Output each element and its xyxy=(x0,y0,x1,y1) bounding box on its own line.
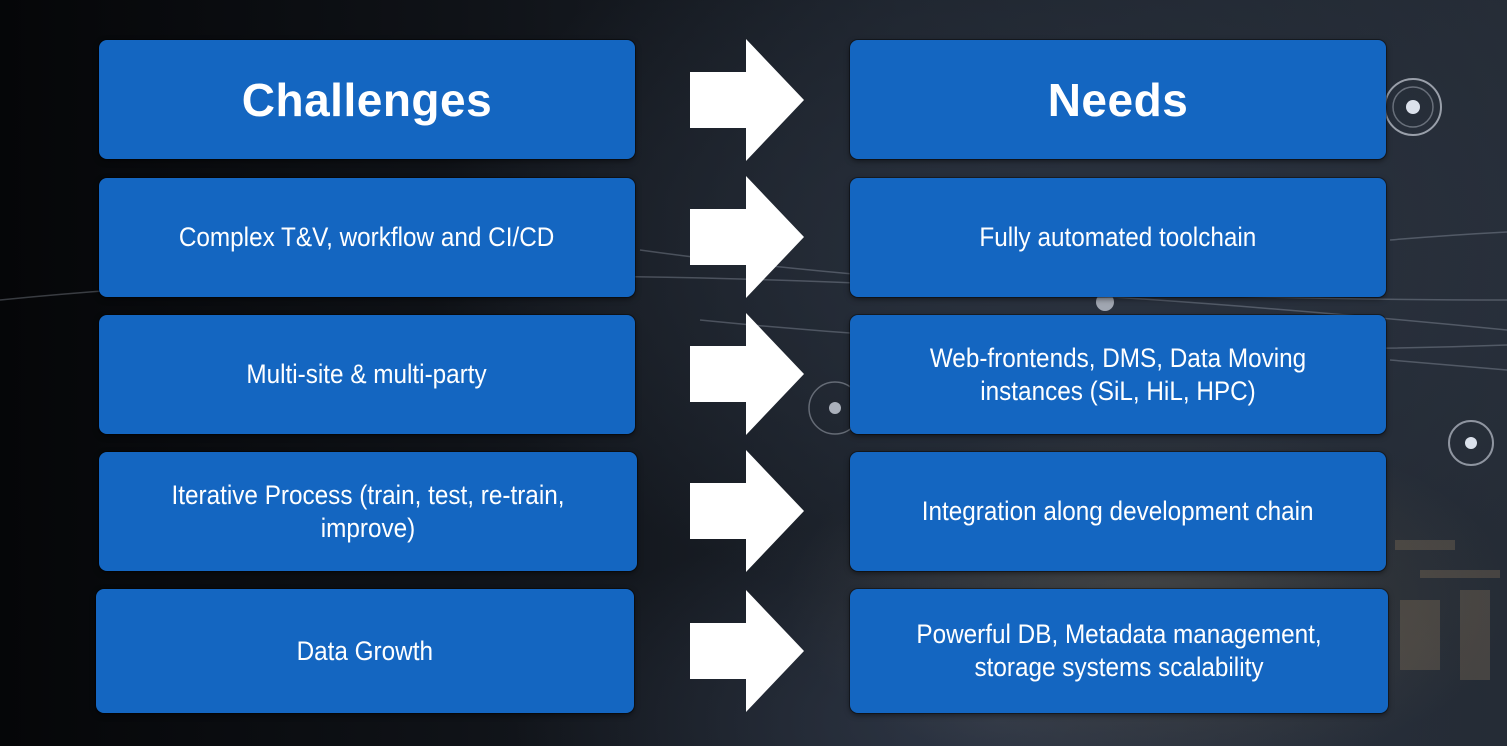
need-box: Web-frontends, DMS, Data Moving instance… xyxy=(850,315,1386,434)
arrow-right-icon xyxy=(690,313,804,435)
need-text: Fully automated toolchain xyxy=(979,222,1257,252)
need-box: Fully automated toolchain xyxy=(850,178,1386,297)
need-text: Powerful DB, Metadata management, storag… xyxy=(916,619,1322,682)
challenge-box: Iterative Process (train, test, re-train… xyxy=(99,452,637,571)
arrow-right-icon xyxy=(690,590,804,712)
target-circle-icon xyxy=(1096,293,1114,311)
challenge-text: Iterative Process (train, test, re-train… xyxy=(171,479,565,543)
challenges-title: Challenges xyxy=(241,73,493,126)
needs-header: Needs xyxy=(850,40,1386,159)
challenge-text: Complex T&V, workflow and CI/CD xyxy=(179,222,555,252)
arrow-right-icon xyxy=(690,176,804,298)
need-text: Integration along development chain xyxy=(922,496,1314,526)
challenge-box: Complex T&V, workflow and CI/CD xyxy=(99,178,635,297)
challenge-box: Data Growth xyxy=(96,589,634,713)
arrow-right-icon xyxy=(690,39,804,161)
target-circle-icon xyxy=(1448,420,1494,466)
challenge-box: Multi-site & multi-party xyxy=(99,315,635,434)
need-box: Integration along development chain xyxy=(850,452,1386,571)
challenge-text: Data Growth xyxy=(296,635,434,666)
challenges-header: Challenges xyxy=(99,40,635,159)
needs-title: Needs xyxy=(1047,73,1189,126)
need-box: Powerful DB, Metadata management, storag… xyxy=(850,589,1388,713)
need-text: Web-frontends, DMS, Data Moving instance… xyxy=(929,342,1307,406)
challenge-text: Multi-site & multi-party xyxy=(246,359,488,389)
arrow-right-icon xyxy=(690,450,804,572)
target-circle-icon xyxy=(1384,78,1442,136)
